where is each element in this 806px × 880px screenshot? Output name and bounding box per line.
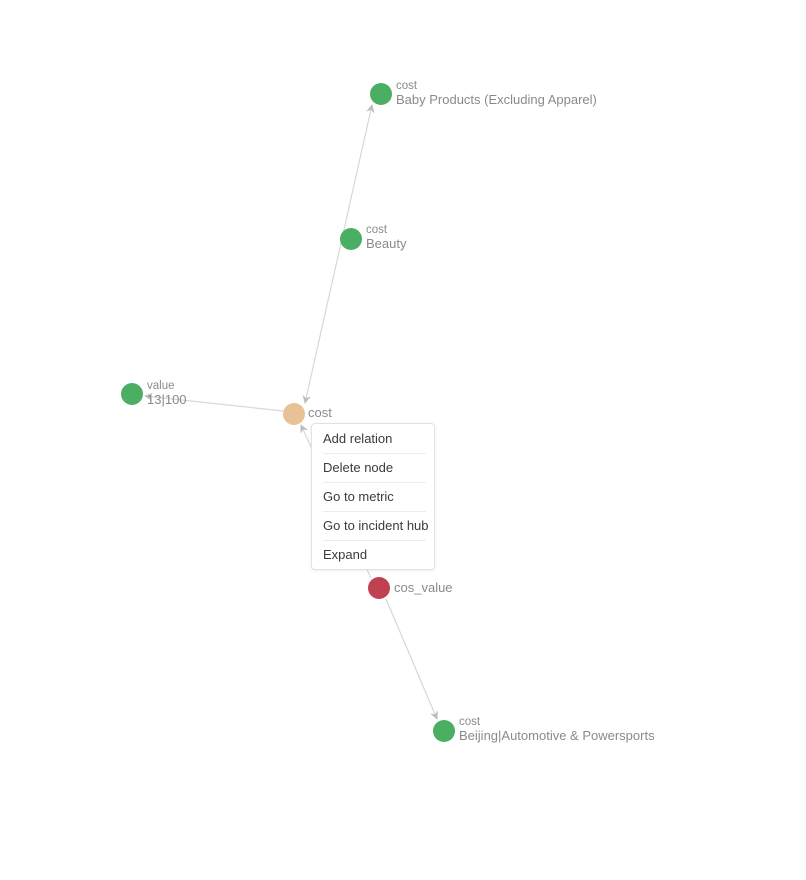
graph-node-value-13-100[interactable] — [121, 383, 143, 405]
edge-cos-beijing — [385, 598, 438, 720]
node-type-label: cost — [308, 405, 332, 420]
node-type-label: cos_value — [394, 580, 453, 595]
edge-center-baby — [302, 104, 375, 404]
context-menu-item-go-to-metric[interactable]: Go to metric — [312, 482, 434, 511]
graph-node-beijing-automotive[interactable] — [433, 720, 455, 742]
context-menu-item-add-relation[interactable]: Add relation — [323, 431, 393, 446]
graph-node-label-cos-value: cos_value — [394, 580, 453, 596]
node-name-label: Beauty — [366, 235, 407, 251]
node-type-label: value — [147, 380, 175, 392]
graph-node-baby-products[interactable] — [370, 83, 392, 105]
node-name-label: 13|100 — [147, 391, 187, 407]
node-context-menu[interactable]: Add relation Delete node Go to metric Go… — [311, 423, 435, 570]
node-name-label: Baby Products (Excluding Apparel) — [396, 91, 597, 107]
node-name-label: Beijing|Automotive & Powersports — [459, 727, 655, 743]
context-menu-item-expand[interactable]: Expand — [312, 540, 434, 569]
graph-node-label-cost-center: cost — [308, 405, 332, 421]
graph-node-cost-center[interactable] — [283, 403, 305, 425]
graph-node-label-beijing-automotive: cost Beijing|Automotive & Powersports — [459, 716, 655, 743]
node-type-label: cost — [396, 80, 418, 92]
context-menu-item-delete-node[interactable]: Delete node — [312, 453, 434, 482]
graph-node-label-beauty: cost Beauty — [366, 224, 406, 251]
graph-node-cos-value[interactable] — [368, 577, 390, 599]
node-type-label: cost — [366, 224, 388, 236]
context-menu-item-go-to-incident-hub[interactable]: Go to incident hub — [312, 511, 434, 540]
graph-node-beauty[interactable] — [340, 228, 362, 250]
edge-center-value — [144, 392, 284, 412]
graph-node-label-value-13-100: value 13|100 — [147, 380, 187, 407]
graph-node-label-baby-products: cost Baby Products (Excluding Apparel) — [396, 80, 597, 107]
node-type-label: cost — [459, 716, 481, 728]
